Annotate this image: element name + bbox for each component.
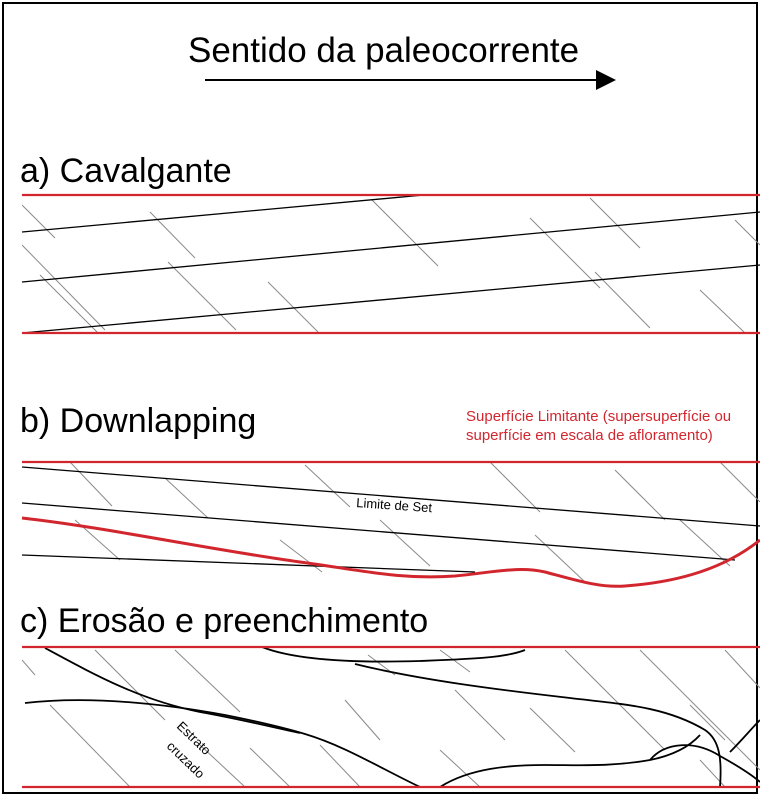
- set-boundary-label: Limite de Set: [356, 495, 433, 515]
- panel-c-foresets: [22, 647, 760, 787]
- panel-b-foresets: [22, 462, 760, 583]
- panel-b-erosional-surface: [21, 516, 760, 588]
- bounding-surface-note-line2: superfície em escala de afloramento): [466, 427, 713, 444]
- panel-a-label: a) Cavalgante: [20, 152, 232, 190]
- panel-c-label: c) Erosão e preenchimento: [20, 602, 428, 640]
- paleocurrent-arrow: [205, 70, 616, 90]
- bounding-surface-note-line1: Superfície Limitante (supersuperfície ou: [466, 408, 731, 425]
- diagram-title: Sentido da paleocorrente: [188, 31, 579, 70]
- panel-a-foresets: [22, 195, 760, 333]
- panel-b-label: b) Downlapping: [20, 402, 256, 440]
